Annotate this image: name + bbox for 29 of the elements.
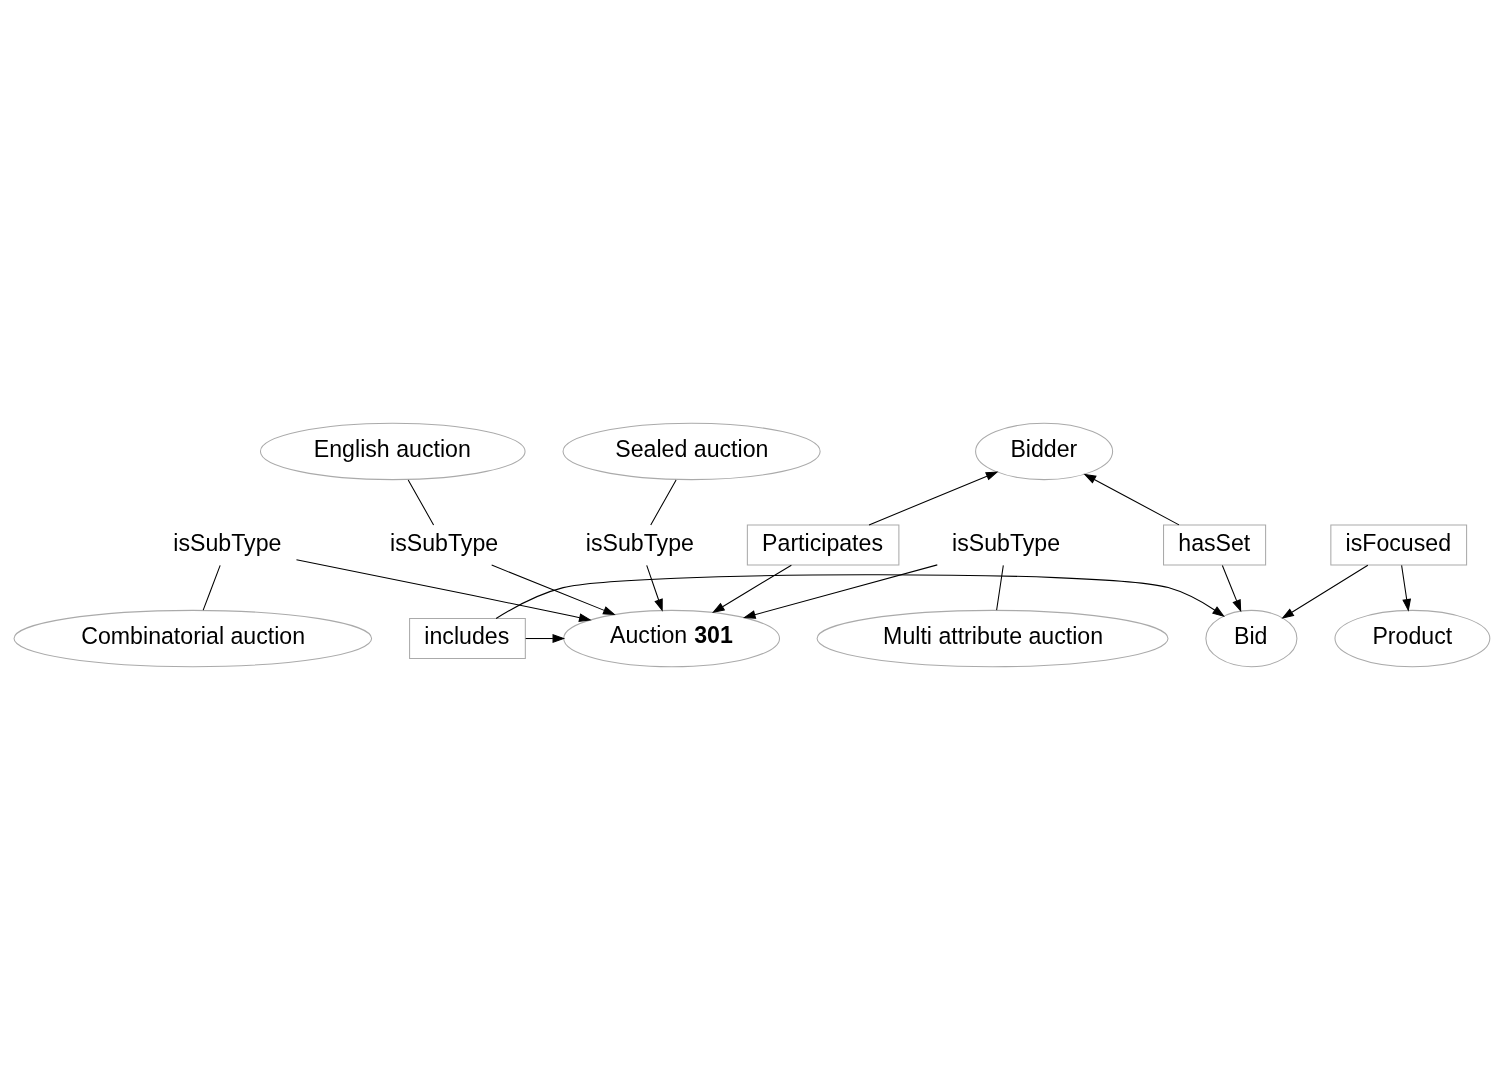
connector [650, 478, 677, 525]
arrow [1083, 473, 1180, 525]
node-text: isSubType [173, 529, 282, 556]
arrow [295, 558, 592, 622]
node-box: hasSet [1163, 524, 1267, 565]
arrow [742, 563, 938, 619]
node-ellipse: Multi attribute auction [816, 609, 1169, 667]
node-ellipse: English auction [259, 422, 526, 480]
arrow [1401, 564, 1412, 612]
arrow [525, 633, 566, 643]
node-ellipse: Product [1334, 609, 1491, 667]
node-text: isSubType [952, 529, 1061, 556]
arrow [495, 573, 1225, 619]
arrow [712, 564, 792, 613]
arrow [491, 564, 616, 615]
node-box: isFocused [1330, 524, 1468, 565]
node-ellipse: Sealed auction [562, 422, 821, 480]
connector [996, 564, 1004, 611]
node-ellipse: Combinatorial auction [13, 609, 373, 667]
arrow [1221, 564, 1242, 612]
connector [202, 564, 221, 611]
node-box: Participates [746, 524, 900, 565]
node-text: isSubType [585, 529, 694, 556]
node-box: includes [409, 617, 526, 659]
arrow [646, 564, 663, 612]
node-text: isSubType [390, 529, 499, 556]
connector [407, 478, 435, 525]
arrow [1281, 564, 1369, 619]
arrow [868, 470, 999, 525]
